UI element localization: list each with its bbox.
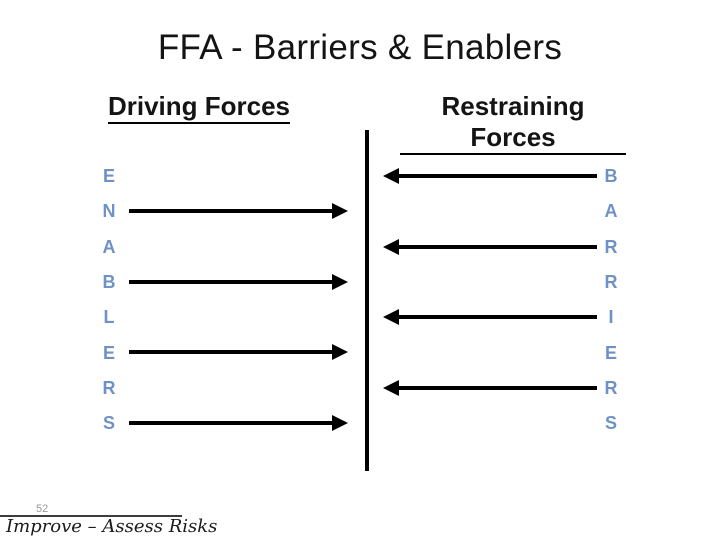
driving-arrow-4	[129, 415, 348, 431]
barriers-letter-1: B	[604, 166, 618, 186]
barriers-letter-5: I	[608, 307, 614, 327]
barriers-letter-3: R	[604, 237, 618, 257]
arrow-shaft	[396, 315, 597, 319]
arrow-head-left-icon	[383, 380, 399, 396]
arrow-shaft	[396, 174, 597, 178]
arrow-shaft	[129, 209, 335, 213]
enablers-letter-3: A	[102, 237, 116, 257]
arrow-shaft	[129, 280, 335, 284]
arrow-head-right-icon	[332, 203, 348, 219]
driving-arrow-1	[129, 203, 348, 219]
slide-title: FFA - Barriers & Enablers	[157, 28, 563, 67]
footer-divider-line	[0, 515, 182, 517]
barriers-letter-8: S	[604, 413, 617, 433]
barriers-letter-7: R	[604, 378, 618, 398]
barriers-letter-4: R	[604, 272, 618, 292]
arrow-head-right-icon	[332, 415, 348, 431]
enablers-letter-1: E	[102, 166, 115, 186]
restraining-arrow-2	[383, 239, 597, 255]
arrow-shaft	[129, 350, 335, 354]
driving-arrow-2	[129, 274, 348, 290]
slide-number: 52	[36, 503, 49, 515]
driving-arrow-3	[129, 344, 348, 360]
barriers-letter-2: A	[604, 201, 618, 221]
arrow-shaft	[396, 245, 597, 249]
arrow-head-right-icon	[332, 344, 348, 360]
enablers-letter-4: B	[102, 272, 116, 292]
driving-forces-header-text: Driving Forces	[107, 91, 291, 124]
restraining-arrow-3	[383, 309, 597, 325]
arrow-shaft	[129, 421, 335, 425]
arrow-head-left-icon	[383, 239, 399, 255]
restraining-forces-header-text: Restraining Forces	[400, 91, 626, 155]
restraining-arrow-4	[383, 380, 597, 396]
arrow-head-right-icon	[332, 274, 348, 290]
barriers-letter-6: E	[604, 343, 617, 363]
arrow-shaft	[396, 386, 597, 390]
center-divider-line	[365, 130, 369, 471]
enablers-letter-2: N	[102, 201, 116, 221]
enablers-letter-8: S	[102, 413, 115, 433]
footer-section-label: Improve – Assess Risks	[6, 516, 218, 537]
enablers-letter-7: R	[102, 378, 116, 398]
driving-forces-header: Driving Forces	[99, 91, 299, 124]
enablers-letter-6: E	[102, 343, 115, 363]
enablers-letter-5: L	[103, 307, 115, 327]
restraining-forces-header: Restraining Forces	[400, 91, 626, 155]
arrow-head-left-icon	[383, 309, 399, 325]
restraining-arrow-1	[383, 168, 597, 184]
arrow-head-left-icon	[383, 168, 399, 184]
